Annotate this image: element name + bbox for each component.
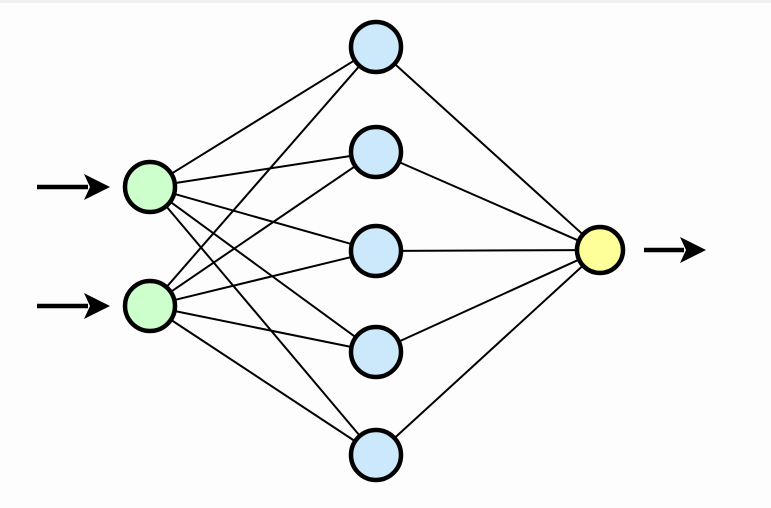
input-arrow-top: [37, 174, 110, 200]
node-h3[interactable]: [348, 223, 404, 279]
node-h2[interactable]: [348, 124, 404, 180]
hidden-layer-node-circle[interactable]: [348, 124, 404, 180]
output-arrow-head: [680, 237, 706, 263]
edge-h3-o1: [400, 249, 578, 252]
edge-i1-h4: [169, 200, 357, 339]
input-layer-node-circle[interactable]: [122, 278, 178, 334]
edge-i2-h3: [174, 255, 352, 302]
edge-h5-o1: [393, 264, 584, 439]
edge-i1-h2: [174, 154, 352, 185]
edge-i2-h2: [170, 165, 356, 293]
input-layer-node-circle[interactable]: [122, 159, 178, 215]
output-arrow: [644, 237, 706, 263]
top-divider: [0, 0, 771, 3]
edges-group: [165, 59, 584, 443]
edge-i1-h5: [165, 205, 361, 437]
hidden-layer-node-circle[interactable]: [348, 324, 404, 380]
edge-i2-h5: [170, 318, 356, 443]
edge-h2-o1: [398, 161, 580, 242]
node-i1[interactable]: [122, 159, 178, 215]
input-arrow-bottom: [37, 293, 110, 319]
edge-i2-h1: [165, 65, 361, 288]
hidden-layer-node-circle[interactable]: [348, 19, 404, 75]
node-h4[interactable]: [348, 324, 404, 380]
node-o1[interactable]: [574, 224, 626, 276]
input-arrow-top-head: [84, 174, 110, 200]
node-h1[interactable]: [348, 19, 404, 75]
edge-i1-h3: [173, 192, 353, 246]
edge-h4-o1: [398, 258, 580, 343]
hidden-layer-node-circle[interactable]: [348, 427, 404, 483]
hidden-layer-node-circle[interactable]: [348, 223, 404, 279]
nodes-group: [122, 19, 626, 483]
input-arrow-bottom-head: [84, 293, 110, 319]
edge-h1-o1: [393, 63, 584, 236]
node-i2[interactable]: [122, 278, 178, 334]
output-layer-node-circle[interactable]: [574, 224, 626, 276]
arrows-group: [37, 174, 706, 319]
node-h5[interactable]: [348, 427, 404, 483]
edge-i2-h4: [174, 310, 352, 348]
edge-i1-h1: [170, 59, 356, 175]
